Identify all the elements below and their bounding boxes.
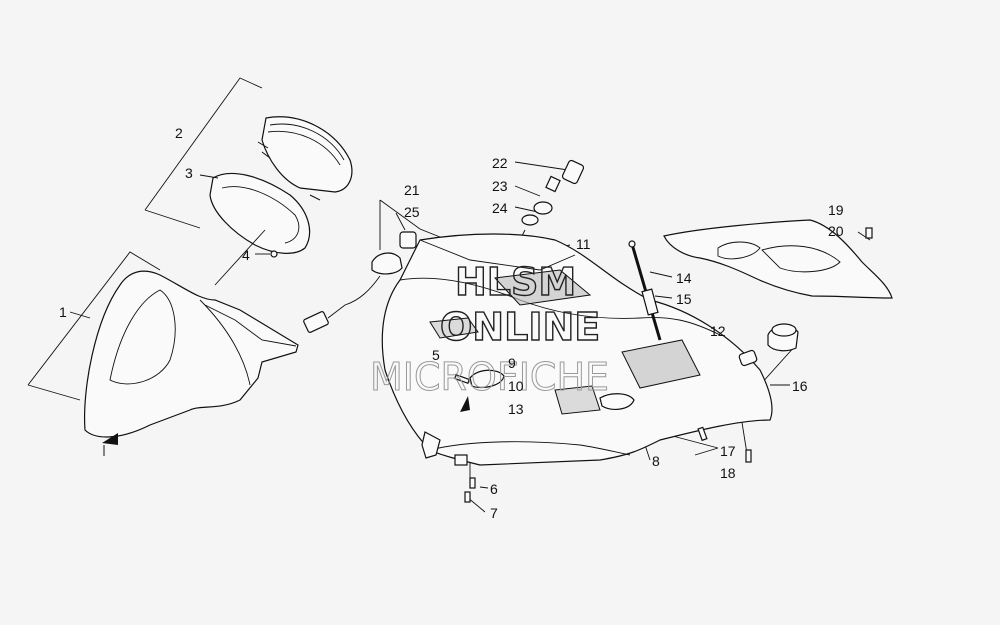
- callout-5: 5: [432, 347, 440, 363]
- callout-8: 8: [652, 453, 660, 469]
- gauge-bezel-part: [209, 172, 311, 254]
- callout-10: 10: [508, 378, 524, 394]
- callout-1: 1: [59, 304, 67, 320]
- callout-21: 21: [404, 182, 420, 198]
- callout-2: 2: [175, 125, 183, 141]
- power-outlet-part: [738, 323, 799, 367]
- key-switch-part: [521, 159, 585, 226]
- callout-6: 6: [490, 481, 498, 497]
- callout-labels: 1 2 3 4 5 6 7 8 9 10 11 12 13 14 15 16 1…: [59, 125, 844, 521]
- callout-3: 3: [185, 165, 193, 181]
- rod-part: [628, 240, 662, 341]
- callout-20: 20: [828, 223, 844, 239]
- callout-22: 22: [492, 155, 508, 171]
- callout-14: 14: [676, 270, 692, 286]
- callout-23: 23: [492, 178, 508, 194]
- screw-part-6-7: [464, 477, 476, 503]
- watermark: HLSM ONLINE MICROFICHE: [370, 259, 610, 399]
- callout-25: 25: [404, 204, 420, 220]
- callout-9: 9: [508, 355, 516, 371]
- harness-part: [303, 231, 417, 333]
- callout-17: 17: [720, 443, 736, 459]
- gauge-part: [257, 116, 353, 201]
- callout-24: 24: [492, 200, 508, 216]
- screw-part-17-18: [697, 426, 752, 463]
- callout-18: 18: [720, 465, 736, 481]
- windshield-part: [83, 270, 299, 456]
- callout-12: 12: [710, 323, 726, 339]
- callout-16: 16: [792, 378, 808, 394]
- callout-11: 11: [576, 236, 591, 252]
- side-panel-part: [663, 219, 893, 299]
- callout-19: 19: [828, 202, 844, 218]
- watermark-line2: ONLINE: [440, 305, 600, 349]
- callout-4: 4: [242, 247, 250, 263]
- callout-7: 7: [490, 505, 498, 521]
- screw-part-4: [270, 250, 278, 258]
- watermark-line1: HLSM: [455, 260, 576, 304]
- watermark-line3: MICROFICHE: [370, 355, 609, 399]
- console-part: [381, 233, 773, 466]
- callout-13: 13: [508, 401, 524, 417]
- callout-15: 15: [676, 291, 692, 307]
